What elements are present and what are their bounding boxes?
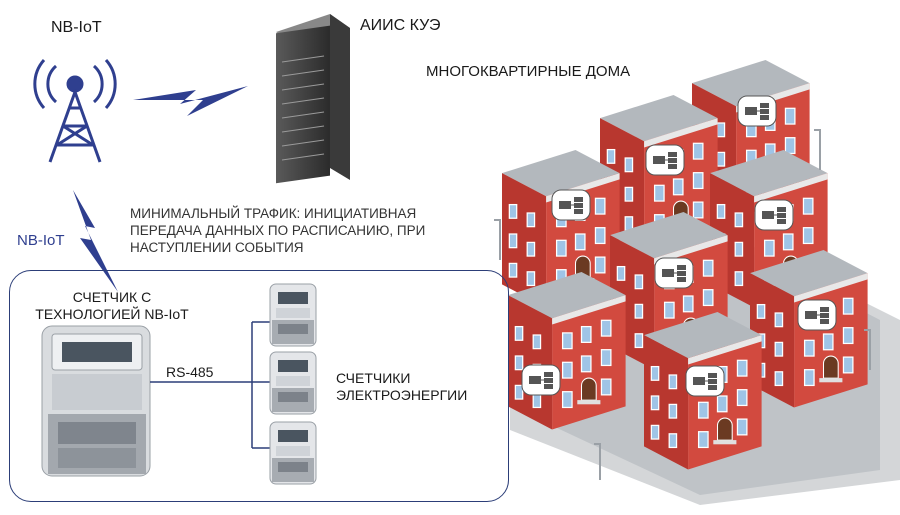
nbiot-meter-icon <box>41 325 151 477</box>
main-meter-label: СЧЕТЧИК С ТЕХНОЛОГИЕЙ NB-IoT <box>22 289 202 323</box>
meter-bubble-icon <box>737 95 777 127</box>
link-label: NB-IoT <box>17 232 65 249</box>
street-lamp-icon <box>494 129 871 480</box>
cell-tower-icon <box>33 59 117 163</box>
meter-bubble-icon <box>521 364 561 396</box>
meter-bubble-icon <box>551 189 591 221</box>
meter-section-frame <box>9 270 509 502</box>
meter-bubble-icon <box>654 257 694 289</box>
traffic-note-line: НАСТУПЛЕНИИ СОБЫТИЯ <box>130 240 304 255</box>
houses-label: МНОГОКВАРТИРНЫЕ ДОМА <box>426 63 631 80</box>
meters-label-line: ЭЛЕКТРОЭНЕРГИИ <box>336 387 468 403</box>
bus-label: RS-485 <box>166 364 214 380</box>
server-rack-icon <box>276 14 350 184</box>
wireless-link-bolt-icon <box>133 86 248 116</box>
traffic-note-line: ПЕРЕДАЧА ДАННЫХ ПО РАСПИСАНИЮ, ПРИ <box>130 223 426 238</box>
main-meter-label-line: СЧЕТЧИК С <box>72 289 152 305</box>
meter-bubble-icon <box>645 144 685 176</box>
apartment-building <box>507 271 627 431</box>
rs485-bus <box>150 321 270 449</box>
traffic-note: МИНИМАЛЬНЫЙ ТРАФИК: ИНИЦИАТИВНАЯ ПЕРЕДАЧ… <box>130 205 425 256</box>
meters-label: СЧЕТЧИКИ ЭЛЕКТРОЭНЕРГИИ <box>336 370 467 404</box>
wireless-link-bolt-icon <box>73 190 118 292</box>
meter-bubble-icon <box>797 299 837 331</box>
meter-bubble-icon <box>685 365 725 397</box>
meter-bubble-icon <box>754 199 794 231</box>
main-meter-label-line: ТЕХНОЛОГИЕЙ NB-IoT <box>35 306 189 322</box>
traffic-note-line: МИНИМАЛЬНЫЙ ТРАФИК: ИНИЦИАТИВНАЯ <box>130 206 417 221</box>
meters-label-line: СЧЕТЧИКИ <box>336 370 411 386</box>
tower-label: NB-IoT <box>51 19 102 36</box>
server-label: АИИС КУЭ <box>360 17 441 34</box>
